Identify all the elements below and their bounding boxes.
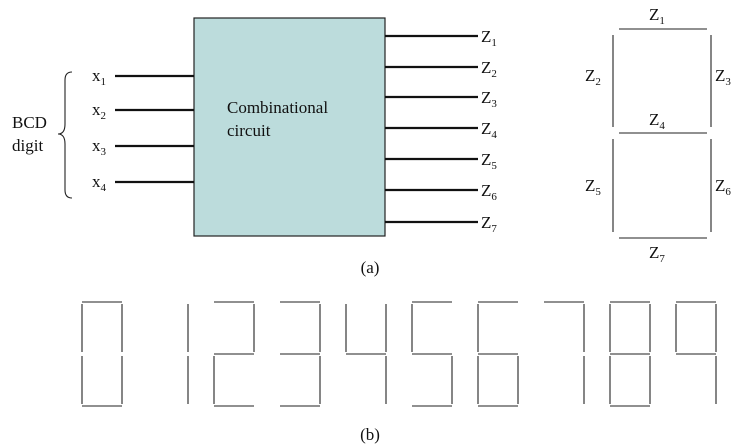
output-label-z5: Z5 [481, 150, 497, 172]
output-label-z7: Z7 [481, 213, 497, 235]
digit-5 [411, 301, 453, 407]
input-label-x3: x3 [92, 136, 107, 158]
input-label-x2: x2 [92, 100, 106, 122]
output-label-z3: Z3 [481, 88, 497, 110]
digit-6 [477, 301, 519, 407]
digit-display-row [81, 301, 717, 407]
digit-2 [213, 301, 255, 407]
output-label-z1: Z1 [481, 27, 497, 49]
seven-segment-reference [612, 28, 712, 239]
block-label-line2: circuit [227, 121, 271, 140]
output-label-z2: Z2 [481, 58, 497, 80]
digit-9 [675, 301, 717, 404]
input-wires [115, 74, 194, 184]
segment-label-z2: Z2 [585, 66, 601, 88]
digit-0 [81, 301, 123, 407]
caption-b: (b) [360, 425, 380, 444]
input-label-x1: x1 [92, 66, 106, 88]
segment-label-z7: Z7 [649, 243, 665, 265]
digit-4 [345, 304, 387, 404]
segment-label-z4: Z4 [649, 110, 665, 132]
combinational-circuit-block [193, 17, 386, 237]
digit-3 [280, 301, 321, 407]
segment-label-z3: Z3 [715, 66, 731, 88]
segment-label-z1: Z1 [649, 5, 665, 27]
output-label-z6: Z6 [481, 181, 497, 203]
digit-7 [544, 301, 585, 404]
input-label-x4: x4 [92, 172, 107, 194]
digit-8 [609, 301, 651, 407]
bcd-label-line2: digit [12, 136, 43, 155]
caption-a: (a) [361, 258, 380, 277]
input-brace [57, 71, 73, 199]
bcd-label-line1: BCD [12, 113, 47, 132]
output-wires [385, 34, 478, 224]
output-label-z4: Z4 [481, 119, 497, 141]
segment-label-z6: Z6 [715, 176, 731, 198]
segment-label-z5: Z5 [585, 176, 601, 198]
block-label-line1: Combinational [227, 98, 328, 117]
